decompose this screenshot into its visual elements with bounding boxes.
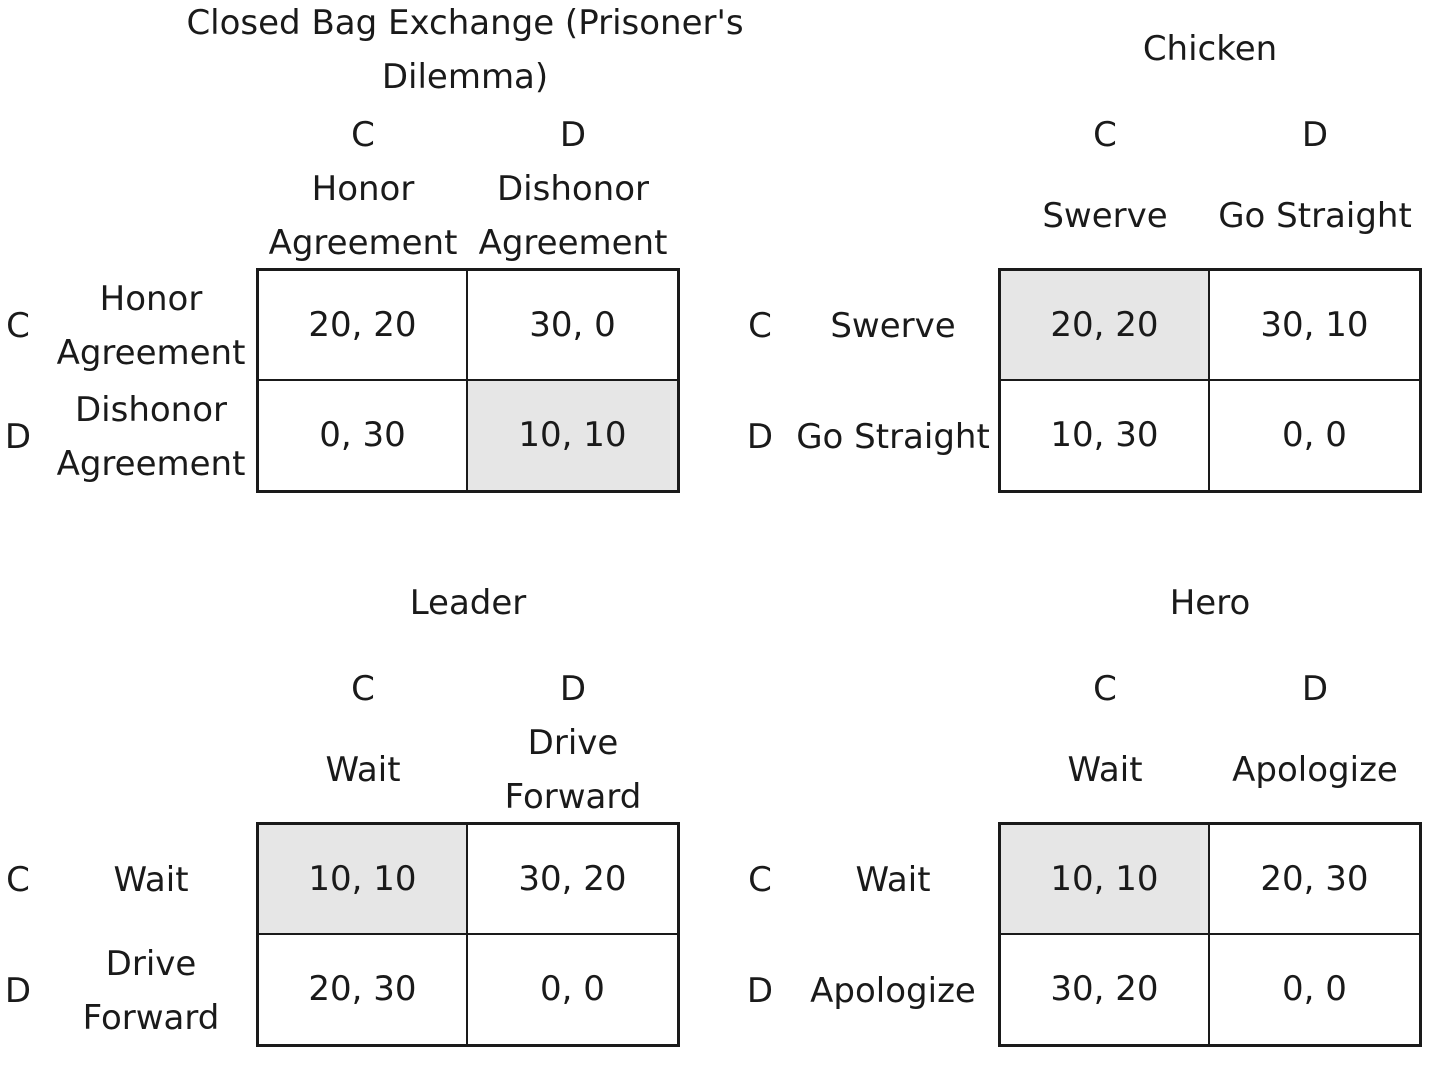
payoff-cell: 10, 10 xyxy=(259,825,468,935)
col-label-go-straight: Go Straight xyxy=(1218,196,1412,236)
row-letter-c: C xyxy=(748,859,772,900)
row-letter-d: D xyxy=(4,970,32,1011)
row-letter-d: D xyxy=(4,416,32,457)
payoff-cell: 0, 0 xyxy=(1210,934,1419,1044)
payoff-matrix: 10, 10 20, 30 30, 20 0, 0 xyxy=(998,822,1422,1047)
col-label-apologize: Apologize xyxy=(1232,750,1398,790)
game-chicken: Chicken C D Swerve Go Straight C D Swerv… xyxy=(742,0,1430,527)
payoff-cell: 0, 0 xyxy=(1210,380,1419,490)
game-title: Closed Bag Exchange (Prisoner's Dilemma) xyxy=(186,3,744,97)
game-title: Leader xyxy=(409,583,527,623)
payoff-cell: 10, 30 xyxy=(1001,380,1210,490)
row-label-honor: Honor Agreement xyxy=(56,278,246,373)
row-label-apologize: Apologize xyxy=(810,970,976,1011)
col-label-dishonor: Dishonor Agreement xyxy=(478,169,668,263)
row-label-wait: Wait xyxy=(855,859,931,900)
game-title: Hero xyxy=(1169,583,1251,623)
col-label-swerve: Swerve xyxy=(1042,196,1168,236)
payoff-cell: 20, 30 xyxy=(1210,825,1419,935)
row-letter-c: C xyxy=(6,305,30,346)
payoff-cell: 10, 10 xyxy=(468,380,677,490)
col-letter-c: C xyxy=(1093,115,1117,155)
payoff-cell: 30, 0 xyxy=(468,271,677,381)
payoff-cell: 20, 20 xyxy=(1001,271,1210,381)
col-label-wait: Wait xyxy=(1067,750,1143,790)
col-letter-d: D xyxy=(559,669,587,709)
payoff-cell: 20, 20 xyxy=(259,271,468,381)
payoff-cell: 0, 0 xyxy=(468,934,677,1044)
payoff-cell: 10, 10 xyxy=(1001,825,1210,935)
game-title: Chicken xyxy=(1142,29,1278,69)
payoff-cell: 30, 20 xyxy=(468,825,677,935)
col-label-wait: Wait xyxy=(325,750,401,790)
payoff-matrix: 20, 20 30, 0 0, 30 10, 10 xyxy=(256,268,680,493)
payoff-cell: 20, 30 xyxy=(259,934,468,1044)
payoff-matrix: 10, 10 30, 20 20, 30 0, 0 xyxy=(256,822,680,1047)
row-letter-c: C xyxy=(748,305,772,346)
row-label-go-straight: Go Straight xyxy=(796,416,990,457)
game-leader: Leader C D Wait Drive Forward C D Wait D… xyxy=(0,554,715,1081)
row-label-wait: Wait xyxy=(113,859,189,900)
payoff-matrix: 20, 20 30, 10 10, 30 0, 0 xyxy=(998,268,1422,493)
row-label-dishonor: Dishonor Agreement xyxy=(56,389,246,484)
payoff-cell: 30, 20 xyxy=(1001,934,1210,1044)
col-letter-d: D xyxy=(559,115,587,155)
payoff-cell: 0, 30 xyxy=(259,380,468,490)
col-letter-c: C xyxy=(1093,669,1117,709)
payoff-cell: 30, 10 xyxy=(1210,271,1419,381)
row-label-drive-forward: Drive Forward xyxy=(82,943,220,1038)
col-letter-d: D xyxy=(1301,115,1329,155)
col-letter-c: C xyxy=(351,115,375,155)
row-label-swerve: Swerve xyxy=(830,305,956,346)
col-letter-d: D xyxy=(1301,669,1329,709)
row-letter-c: C xyxy=(6,859,30,900)
row-letter-d: D xyxy=(746,970,774,1011)
col-label-honor: Honor Agreement xyxy=(268,169,458,263)
col-letter-c: C xyxy=(351,669,375,709)
col-label-drive-forward: Drive Forward xyxy=(504,723,642,817)
game-hero: Hero C D Wait Apologize C D Wait Apologi… xyxy=(742,554,1430,1081)
row-letter-d: D xyxy=(746,416,774,457)
game-prisoners-dilemma: Closed Bag Exchange (Prisoner's Dilemma)… xyxy=(0,0,744,527)
